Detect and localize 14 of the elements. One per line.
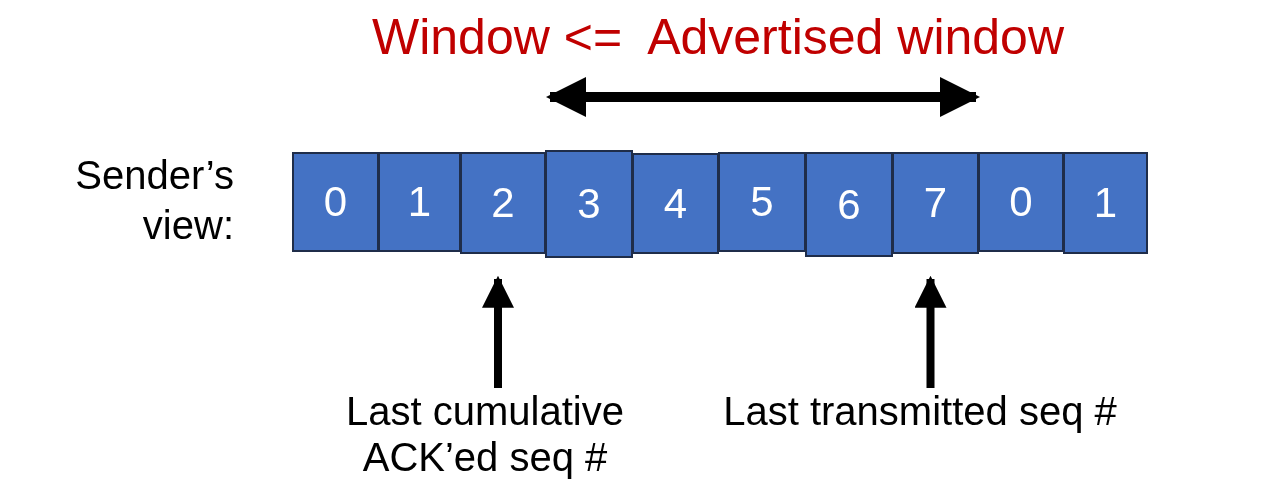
row-label: Sender’s view: <box>74 152 234 249</box>
sequence-cell: 0 <box>292 152 379 252</box>
sequence-cell: 1 <box>378 152 461 252</box>
sequence-cell: 2 <box>460 152 546 254</box>
pointer-caption: Last cumulative ACK’ed seq # <box>290 388 680 480</box>
sequence-cell: 5 <box>718 152 806 252</box>
sequence-cell: 6 <box>805 152 893 257</box>
sequence-cell: 7 <box>892 152 979 254</box>
sequence-cell: 4 <box>632 153 719 254</box>
pointer-caption: Last transmitted seq # <box>720 388 1120 434</box>
sequence-cell: 0 <box>978 152 1064 252</box>
window-caption: Window <= Advertised window <box>372 8 1065 66</box>
sequence-cell: 1 <box>1063 152 1148 254</box>
sequence-cell: 3 <box>545 150 633 258</box>
